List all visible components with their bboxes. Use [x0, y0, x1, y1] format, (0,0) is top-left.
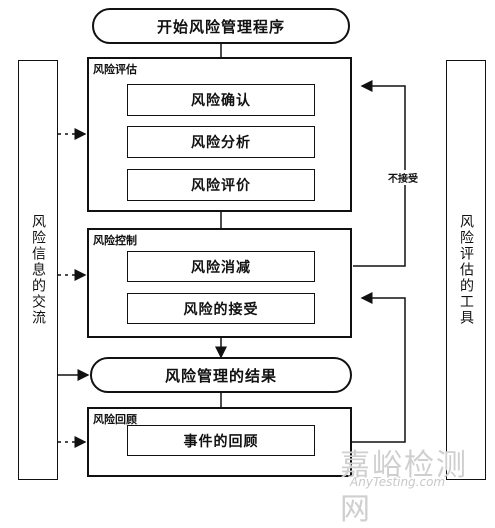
step-risk-reduction-label: 风险消减 — [191, 259, 251, 276]
start-node: 开始风险管理程序 — [92, 8, 350, 44]
step-event-review: 事件的回顾 — [127, 425, 315, 456]
step-risk-reduction: 风险消减 — [127, 251, 315, 282]
step-risk-acceptance-label: 风险的接受 — [183, 301, 259, 318]
control-section-label: 风险控制 — [93, 234, 137, 247]
watermark-url: AnyTesting.com — [350, 475, 446, 489]
assessment-section-label: 风险评估 — [93, 63, 137, 76]
communication-panel: 风险信息的交流 — [18, 60, 58, 480]
step-risk-evaluation: 风险评价 — [127, 169, 315, 201]
review-section-label: 风险回顾 — [93, 413, 137, 426]
tools-panel: 风险评估的工具 — [446, 60, 486, 480]
review-feedback-line — [315, 292, 406, 443]
step-event-review-label: 事件的回顾 — [183, 433, 259, 450]
step-risk-identification: 风险确认 — [127, 84, 315, 116]
tools-label: 风险评估的工具 — [458, 214, 474, 326]
step-risk-analysis-label: 风险分析 — [191, 135, 251, 151]
step-risk-evaluation-label: 风险评价 — [191, 178, 251, 194]
outcome-node: 风险管理的结果 — [90, 357, 352, 393]
reject-label: 不接受 — [388, 170, 418, 185]
step-risk-analysis: 风险分析 — [127, 126, 315, 158]
step-risk-acceptance: 风险的接受 — [127, 293, 315, 324]
step-risk-identification-label: 风险确认 — [191, 93, 251, 109]
communication-label: 风险信息的交流 — [30, 214, 46, 326]
start-label: 开始风险管理程序 — [156, 17, 285, 36]
outcome-label: 风险管理的结果 — [164, 366, 277, 385]
